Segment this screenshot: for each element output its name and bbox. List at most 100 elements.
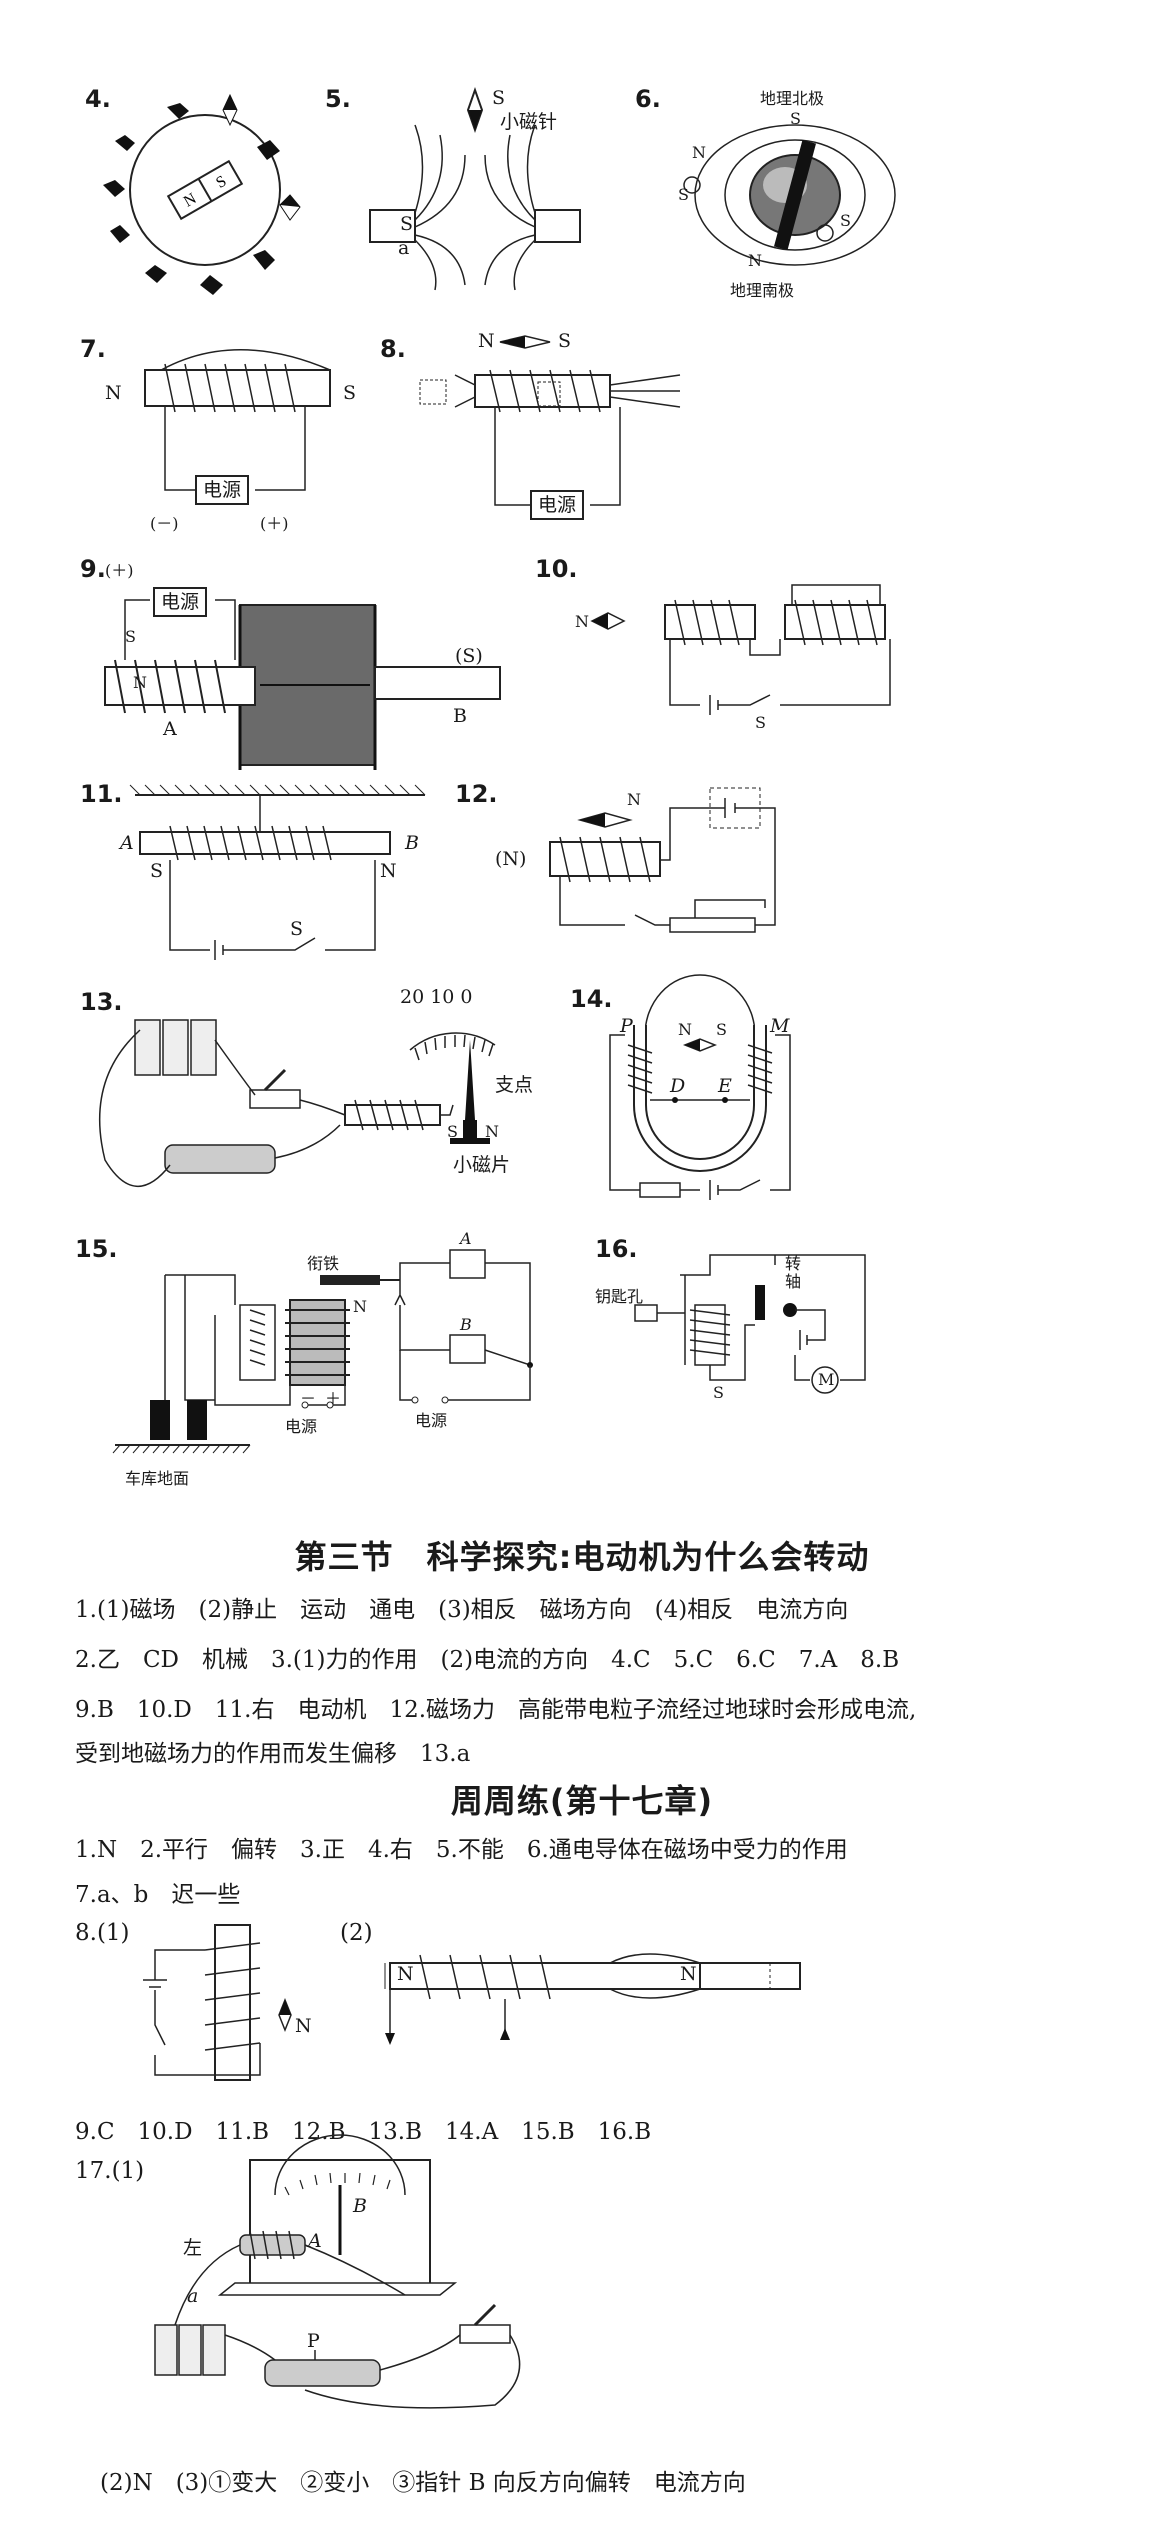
figure-number: 6. [635,85,661,113]
figure-6: 6. 地理北极 S N S N S 地理南极 [630,85,910,305]
answer-line: 2.乙 CD 机械 3.(1)力的作用 (2)电流的方向 4.C 5.C 6.C… [75,1647,900,1673]
s-label: S [558,330,572,352]
question-label: (2) [340,1920,373,1946]
a-label: A [460,1229,472,1248]
figure-12: 12. N (N) [455,780,795,950]
figure-5: 5. S 小磁针 S a [320,85,610,295]
point-a-label: a [398,237,410,259]
keyhole-label: 钥匙孔 [595,1287,644,1306]
s-pole-label: S [343,382,357,404]
plus-terminal: ＋ [325,1389,342,1408]
question-label: 17.(1) [75,2158,145,2184]
n-label: N [295,2015,312,2037]
q8-solenoid-circuit [75,1915,755,2085]
figure-13: 13. 20 10 0 支点 S N 小磁片 [75,980,555,1220]
point-d-label: D [670,1075,686,1097]
n-pole-label: N [105,382,122,404]
s-paren-label: (S) [455,645,483,667]
switch-label: S [755,713,766,732]
power-source: 电源 [530,490,585,520]
armature-label: 衔铁 [307,1254,340,1273]
point-b-label: B [453,705,467,727]
n-label: N [478,330,495,352]
power-source: 电源 [195,475,250,505]
motor-label: M [818,1370,835,1389]
pole-s-label: S [400,213,414,235]
power-source-label: 电源 [415,1411,448,1430]
figure-number: 11. [80,780,123,808]
scale-label: 20 10 0 [400,986,473,1008]
question-17-figure: 17.(1) 左 B A a P [75,2155,575,2415]
point-e-label: E [718,1075,732,1097]
figure-number: 7. [80,335,106,363]
n-label: N [485,1122,499,1141]
minus-terminal: (－) [150,514,179,533]
south-pole-label: 地理南极 [730,281,795,300]
plus-terminal: (＋) [105,561,134,580]
needle-s-label: S [492,87,506,109]
s-label: S [840,211,851,230]
figure-4: 4. N S [75,85,315,295]
end-a-label: A [120,832,134,854]
figure-11: 11. A B S N S [75,780,435,980]
point-m-label: M [770,1015,790,1037]
figure-8: 8. N S 电源 [380,330,700,530]
compass-ring-diagram: N S [103,85,315,295]
question-label: 8.(1) [75,1920,130,1946]
n-paren-label: (N) [495,848,527,870]
n-label: N [380,860,397,882]
figure-number: 8. [380,335,406,363]
two-solenoids-circuit [530,555,930,725]
n-label: N [748,251,762,270]
point-a-lower-label: a [187,2285,199,2307]
b-label: B [460,1315,472,1334]
answer-line: 1.N 2.平行 偏转 3.正 4.右 5.不能 6.通电导体在磁场中受力的作用 [75,1837,848,1863]
switch-label: S [713,1383,724,1402]
n-label: N [397,1963,414,1985]
n-label: N [678,1020,692,1039]
n-label: N [680,1963,697,1985]
solenoid-rheostat-circuit [455,780,795,950]
s-label: S [678,185,689,204]
weekly-heading: 周周练(第十七章) [450,1782,714,1820]
figure-14: 14. P M N S D E [570,985,810,1210]
figure-7: 7. N S 电源 (－) (＋) [75,330,357,540]
power-source-label: 电源 [285,1417,318,1436]
slider-p-label: P [307,2330,320,2352]
figure-15: 15. 衔铁 N A B － ＋ 电源 电源 车库地面 [75,1229,555,1525]
garage-relay-circuit [75,1235,533,1525]
answer-line: 9.C 10.D 11.B 12.B 13.B 14.A 15.B 16.B [75,2119,652,2145]
figure-9: 9. (＋) S 电源 N A (S) B [75,555,525,770]
answer-line: 9.B 10.D 11.右 电动机 12.磁场力 高能带电粒子流经过地球时会形成… [75,1697,917,1723]
electromagnet-container-diagram [75,555,525,770]
power-source: 电源 [153,587,208,617]
figure-number: 16. [595,1235,638,1263]
n-label: N [627,790,641,809]
garage-floor-label: 车库地面 [125,1469,190,1488]
s-label: S [716,1020,727,1039]
plate-label: 小磁片 [453,1154,511,1176]
n-label: N [353,1297,367,1316]
point-a-upper-label: A [308,2230,322,2252]
s-label: S [150,860,164,882]
suspended-solenoid-circuit [75,780,435,980]
pivot-label: 支点 [495,1074,534,1096]
answer-line: (2)N (3)①变大 ②变小 ③指针 B 向反方向偏转 电流方向 [100,2470,746,2496]
plus-terminal: (＋) [260,514,289,533]
figure-number: 13. [80,988,123,1016]
earth-magnetic-field-diagram [630,85,910,305]
figure-number: 4. [85,85,111,113]
bar-magnets-field-diagram [320,85,610,295]
section-heading: 第三节 科学探究:电动机为什么会转动 [294,1538,870,1576]
figure-number: 5. [325,85,351,113]
solenoid-circuit-diagram [75,330,355,540]
solenoid-compass-diagram [380,330,700,530]
q17-apparatus [75,2155,575,2415]
spring-balance-electromagnet-diagram [75,980,555,1220]
minus-terminal: － [300,1389,317,1408]
point-p-label: P [620,1015,633,1037]
figure-number: 12. [455,780,498,808]
figure-16: 16. 钥匙孔 转轴 S M [595,1235,875,1415]
question-8-figures: 8.(1) N (2) N N [75,1915,755,2085]
n-label: N [133,673,147,692]
